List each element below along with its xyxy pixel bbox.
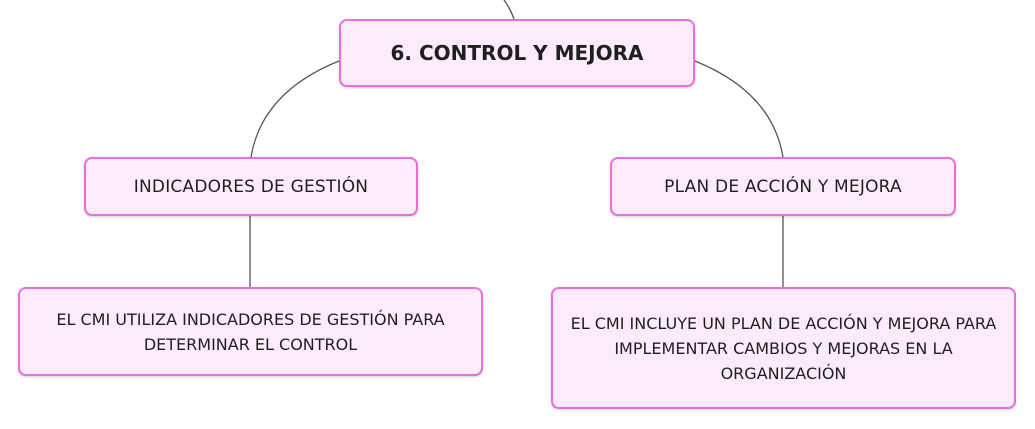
detail-node-plan[interactable]: EL CMI INCLUYE UN PLAN DE ACCIÓN Y MEJOR…	[551, 287, 1016, 409]
detail-text-plan: EL CMI INCLUYE UN PLAN DE ACCIÓN Y MEJOR…	[570, 313, 997, 383]
detail-text-indicadores: EL CMI UTILIZA INDICADORES DE GESTIÓN PA…	[56, 309, 445, 354]
connector-root-to-indicadores	[250, 60, 340, 158]
branch-label-plan: PLAN DE ACCIÓN Y MEJORA	[664, 176, 902, 197]
branch-label-indicadores: INDICADORES DE GESTIÓN	[133, 176, 369, 197]
detail-node-indicadores[interactable]: EL CMI UTILIZA INDICADORES DE GESTIÓN PA…	[18, 287, 483, 376]
connector-root-to-plan	[694, 60, 784, 158]
branch-node-plan[interactable]: PLAN DE ACCIÓN Y MEJORA	[610, 157, 956, 216]
connector-from-parent	[503, 0, 515, 20]
root-topic-node[interactable]: 6. CONTROL Y MEJORA	[339, 19, 695, 87]
branch-node-indicadores[interactable]: INDICADORES DE GESTIÓN	[84, 157, 418, 216]
root-topic-label: 6. CONTROL Y MEJORA	[390, 41, 644, 65]
